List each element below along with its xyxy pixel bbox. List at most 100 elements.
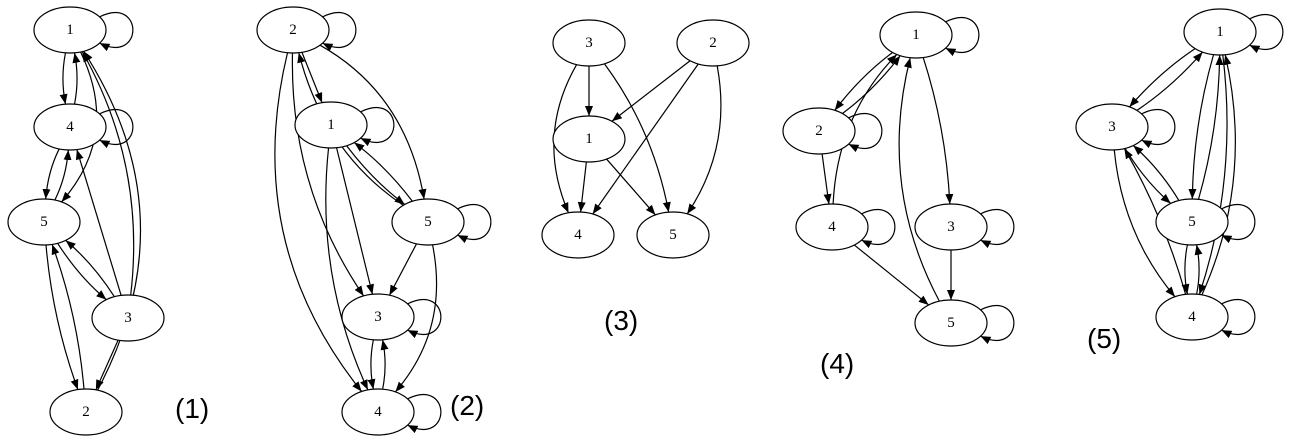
node-label: 4	[574, 227, 582, 243]
node-shape	[541, 211, 615, 259]
node-shape	[552, 19, 626, 67]
node-label: 3	[947, 219, 955, 235]
edge-4-to-4	[99, 109, 134, 149]
edge-1-to-4	[1198, 54, 1228, 295]
edge-1-to-1	[1249, 14, 1284, 54]
edge-5-to-3	[1132, 145, 1180, 201]
edge-4-to-5	[1194, 244, 1203, 295]
node-shape	[552, 115, 626, 163]
node-shape	[33, 103, 107, 151]
graph-caption: (1)	[175, 393, 209, 424]
node-shape	[1075, 103, 1149, 151]
node-label: 3	[374, 309, 382, 325]
node-5: 5	[391, 198, 465, 246]
nodes: 3 2 1 4 5	[541, 19, 750, 259]
edge-2-to-4	[274, 52, 363, 392]
edge-2-to-1	[611, 60, 691, 122]
edge-1-to-2	[834, 51, 893, 111]
edge-2-to-1	[83, 50, 142, 391]
edge-5-to-5	[457, 204, 492, 244]
node-shape	[676, 19, 750, 67]
node-shape	[91, 294, 165, 342]
edge-1-to-4	[325, 147, 369, 391]
edge-1-to-3	[922, 57, 954, 205]
edge-3-to-3	[1141, 109, 1176, 149]
node-4: 4	[341, 388, 415, 436]
node-3: 3	[914, 203, 988, 251]
node-1: 1	[552, 115, 626, 163]
node-label: 1	[585, 131, 593, 147]
node-label: 4	[828, 219, 836, 235]
edge-5-to-5	[1221, 204, 1256, 244]
node-shape	[33, 6, 107, 54]
node-label: 5	[1188, 214, 1196, 230]
edge-1-to-3	[335, 147, 374, 295]
node-label: 5	[40, 214, 48, 230]
nodes: 2 1 5 3 4	[256, 6, 465, 436]
node-label: 1	[912, 27, 920, 43]
node-label: 3	[1108, 119, 1116, 135]
edge-3-to-4	[367, 339, 376, 390]
node-label: 4	[374, 404, 382, 420]
node-shape	[341, 388, 415, 436]
edges	[821, 17, 1015, 345]
edge-1-to-5	[1188, 54, 1215, 200]
node-5: 5	[7, 198, 81, 246]
node-shape	[7, 198, 81, 246]
node-shape	[795, 203, 869, 251]
edge-1-to-5	[606, 158, 656, 216]
graph-3: 3 2 1 4 5 (3)	[541, 19, 750, 336]
edge-4-to-3	[380, 339, 389, 390]
edge-2-to-3	[291, 52, 365, 297]
node-2: 2	[782, 107, 856, 155]
node-label: 2	[709, 35, 717, 51]
node-shape	[1183, 8, 1257, 56]
edge-5-to-3	[388, 243, 418, 296]
edge-3-to-5	[603, 63, 671, 213]
edge-5-to-2	[45, 244, 79, 390]
node-shape	[294, 101, 368, 149]
node-label: 2	[82, 404, 90, 420]
edge-4-to-5	[853, 244, 930, 306]
edge-5-to-1	[898, 57, 940, 302]
node-shape	[879, 11, 953, 59]
node-shape	[49, 388, 123, 436]
node-5: 5	[1155, 198, 1229, 246]
edges	[42, 12, 142, 391]
nodes: 1 2 4 3 5	[782, 11, 988, 347]
node-label: 3	[585, 35, 593, 51]
node-3: 3	[1075, 103, 1149, 151]
edge-3-to-3	[407, 299, 442, 339]
edge-4-to-4	[1221, 299, 1256, 339]
node-label: 5	[669, 227, 677, 243]
edge-2-to-1	[301, 52, 323, 103]
edges	[274, 12, 492, 434]
edge-1-to-1	[360, 107, 395, 147]
edge-3-to-3	[980, 209, 1015, 249]
edge-4-to-4	[407, 394, 442, 434]
edge-5-to-4	[1181, 244, 1190, 295]
edges	[1113, 14, 1284, 339]
edge-5-to-3	[57, 242, 107, 301]
node-label: 5	[947, 315, 955, 331]
edge-2-to-5	[686, 65, 722, 215]
edge-5-to-1	[353, 142, 413, 202]
edge-1-to-1	[99, 12, 134, 52]
node-4: 4	[541, 211, 615, 259]
node-shape	[1155, 293, 1229, 341]
node-3: 3	[341, 293, 415, 341]
node-shape	[914, 203, 988, 251]
edge-1-to-4	[577, 161, 587, 213]
graph-caption: (3)	[604, 305, 638, 336]
edge-3-to-1	[1136, 51, 1203, 111]
node-label: 2	[289, 22, 297, 38]
node-4: 4	[1155, 293, 1229, 341]
node-label: 1	[327, 117, 335, 133]
node-shape	[341, 293, 415, 341]
node-label: 2	[815, 123, 823, 139]
